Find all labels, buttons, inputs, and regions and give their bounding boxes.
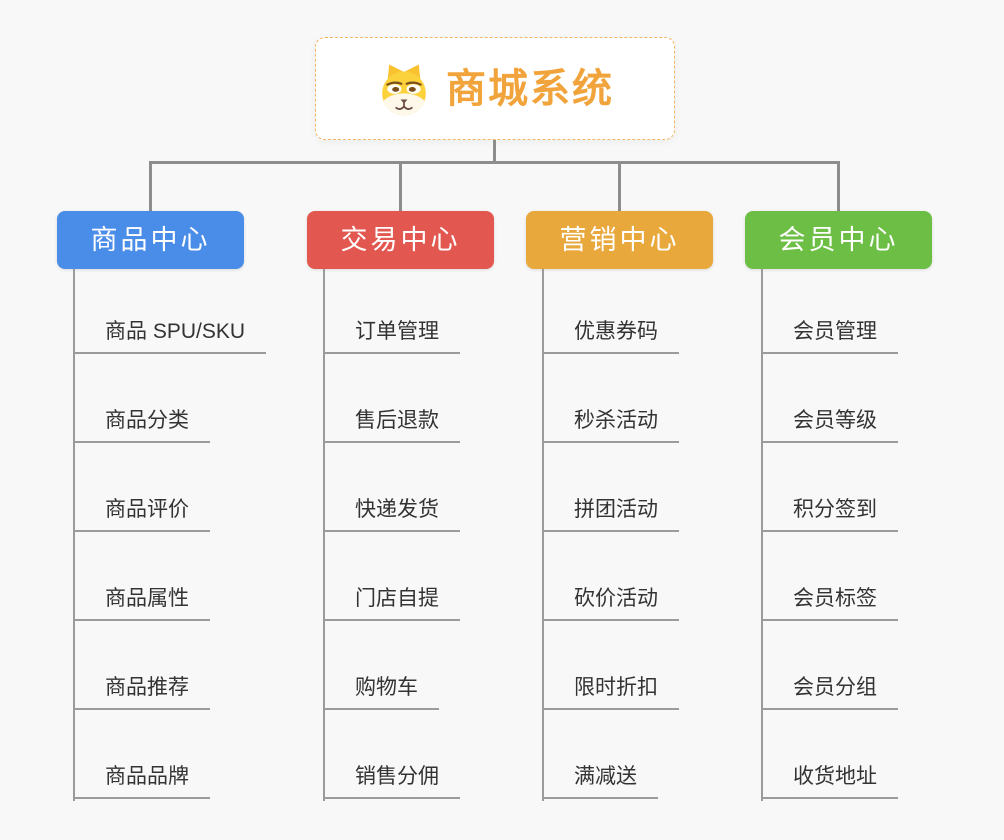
leaf-node[interactable]: 购物车 — [323, 673, 439, 710]
branch-label: 商品中心 — [90, 224, 211, 255]
leaf-node[interactable]: 会员等级 — [761, 406, 898, 443]
leaf-node[interactable]: 收货地址 — [761, 762, 898, 799]
leaf-node[interactable]: 商品 SPU/SKU — [73, 317, 267, 354]
root-title: 商城系统 — [446, 66, 614, 111]
connector-drop-trade-center — [399, 161, 402, 211]
leaf-node[interactable]: 砍价活动 — [542, 584, 679, 621]
leaf-node[interactable]: 商品分类 — [73, 406, 210, 443]
branch-node-marketing-center[interactable]: 营销中心 — [526, 211, 713, 269]
leaf-node[interactable]: 商品属性 — [73, 584, 210, 621]
leaf-node[interactable]: 商品推荐 — [73, 673, 210, 710]
branch-label: 交易中心 — [340, 224, 461, 255]
branch-node-product-center[interactable]: 商品中心 — [57, 211, 244, 269]
leaf-node[interactable]: 快递发货 — [323, 495, 460, 532]
connector-root-stem — [493, 140, 496, 163]
leaf-node[interactable]: 限时折扣 — [542, 673, 679, 710]
leaf-node[interactable]: 会员分组 — [761, 673, 898, 710]
branch-node-member-center[interactable]: 会员中心 — [745, 211, 932, 269]
root-node[interactable]: 商城系统 — [315, 37, 675, 140]
connector-spine — [761, 269, 763, 801]
leaf-node[interactable]: 秒杀活动 — [542, 406, 679, 443]
connector-spine — [73, 269, 75, 801]
leaf-node[interactable]: 会员管理 — [761, 317, 898, 354]
branch-label: 营销中心 — [559, 224, 680, 255]
connector-drop-product-center — [149, 161, 152, 211]
connector-spine — [323, 269, 325, 801]
leaf-node[interactable]: 商品品牌 — [73, 762, 210, 799]
leaf-node[interactable]: 满减送 — [542, 762, 658, 799]
connector-spine — [542, 269, 544, 801]
leaf-node[interactable]: 订单管理 — [323, 317, 460, 354]
connector-rail — [149, 161, 840, 164]
leaf-node[interactable]: 售后退款 — [323, 406, 460, 443]
leaf-node[interactable]: 会员标签 — [761, 584, 898, 621]
dog-face-icon — [382, 64, 426, 115]
leaf-node[interactable]: 拼团活动 — [542, 495, 679, 532]
leaf-node[interactable]: 门店自提 — [323, 584, 460, 621]
branch-node-trade-center[interactable]: 交易中心 — [307, 211, 494, 269]
leaf-node[interactable]: 商品评价 — [73, 495, 210, 532]
leaf-node[interactable]: 销售分佣 — [323, 762, 460, 799]
connector-drop-marketing-center — [618, 161, 621, 211]
leaf-node[interactable]: 积分签到 — [761, 495, 898, 532]
connector-drop-member-center — [837, 161, 840, 211]
leaf-node[interactable]: 优惠券码 — [542, 317, 679, 354]
branch-label: 会员中心 — [778, 224, 899, 255]
